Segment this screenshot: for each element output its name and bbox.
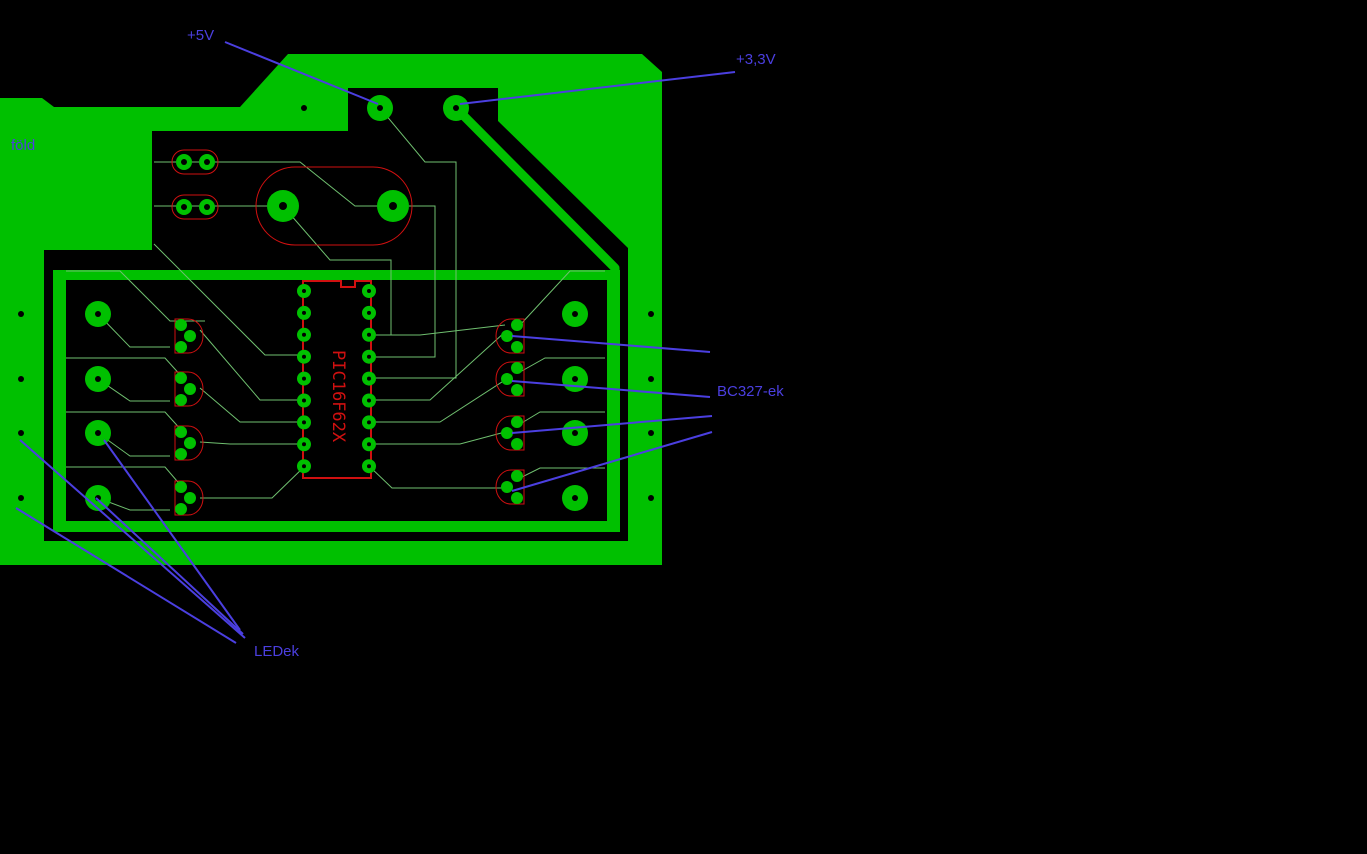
- transistor-pad: [175, 426, 187, 438]
- transistor-pad: [501, 481, 513, 493]
- label-leds: LEDek: [254, 643, 300, 660]
- transistor-pad: [511, 492, 523, 504]
- transistor-outline: [495, 415, 525, 451]
- label-3v3: +3,3V: [736, 51, 776, 68]
- transistor-pad: [511, 438, 523, 450]
- transistor-pad: [511, 470, 523, 482]
- transistor-pad: [175, 372, 187, 384]
- drill-hole: [181, 204, 187, 210]
- pads: [85, 95, 588, 511]
- drill-hole: [302, 464, 306, 469]
- transistor-pad: [175, 448, 187, 460]
- drill-hole: [572, 376, 578, 382]
- transistor-pad: [175, 394, 187, 406]
- drill-hole: [302, 354, 306, 359]
- drill-hole: [302, 420, 306, 425]
- drill-hole: [302, 310, 306, 315]
- ground-pour: [0, 54, 662, 565]
- transistor-outline: [174, 425, 204, 461]
- label-ground: föld: [11, 137, 35, 154]
- crystal-outline: [255, 166, 413, 246]
- transistor-pad: [501, 330, 513, 342]
- transistor-outline: [174, 480, 204, 516]
- transistor-pad: [184, 383, 196, 395]
- drill-hole: [367, 464, 371, 469]
- transistor-pad: [511, 319, 523, 331]
- drill-hole: [367, 398, 371, 403]
- transistor-pad: [501, 427, 513, 439]
- drill-hole: [389, 202, 397, 210]
- drill-hole: [367, 376, 371, 381]
- drill-hole: [367, 310, 371, 315]
- drill-hole: [279, 202, 287, 210]
- transistor-pad: [501, 373, 513, 385]
- transistor-outline: [495, 469, 525, 505]
- connector-outline-top: [171, 149, 219, 175]
- transistor-pads: [175, 319, 523, 515]
- drill-hole: [302, 398, 306, 403]
- annotation-lines: [15, 41, 736, 644]
- chip-name: PIC16F62X: [328, 350, 348, 443]
- drill-hole: [367, 289, 371, 293]
- drill-hole: [95, 430, 101, 436]
- drill-hole: [204, 204, 210, 210]
- drill-hole: [302, 332, 306, 337]
- drill-hole: [453, 105, 459, 111]
- chip-outline: [302, 280, 372, 479]
- drill-hole: [181, 159, 187, 165]
- transistor-pad: [175, 481, 187, 493]
- transistor-pad: [175, 341, 187, 353]
- drill-hole: [204, 159, 210, 165]
- drill-hole: [302, 442, 306, 447]
- transistor-outline: [174, 318, 204, 354]
- drill-hole: [367, 354, 371, 359]
- transistor-pad: [511, 384, 523, 396]
- transistor-outline: [174, 371, 204, 407]
- transistor-pad: [184, 330, 196, 342]
- drill-hole: [367, 332, 371, 337]
- transistor-outline: [495, 361, 525, 397]
- silkscreen: [171, 149, 525, 516]
- drill-hole: [95, 311, 101, 317]
- drill-hole: [572, 430, 578, 436]
- drill-hole: [572, 311, 578, 317]
- drill-hole: [302, 289, 306, 293]
- power-trace-3v3: [452, 104, 620, 530]
- drill-hole: [95, 376, 101, 382]
- transistor-pad: [511, 362, 523, 374]
- drill-hole: [302, 376, 306, 381]
- drill-hole: [377, 105, 383, 111]
- transistor-pad: [511, 416, 523, 428]
- drill-hole: [367, 420, 371, 425]
- label-5v: +5V: [187, 27, 214, 44]
- label-transistors: BC327-ek: [717, 383, 784, 400]
- pad-holes: [95, 105, 578, 501]
- transistor-pad: [175, 319, 187, 331]
- transistor-pad: [184, 492, 196, 504]
- transistor-pad: [175, 503, 187, 515]
- connector-outline-bottom: [171, 194, 219, 220]
- drill-hole: [367, 442, 371, 447]
- transistor-pad: [511, 341, 523, 353]
- drill-hole: [572, 495, 578, 501]
- mounting-vias: [18, 105, 654, 501]
- transistor-outline: [495, 318, 525, 354]
- transistor-pad: [184, 437, 196, 449]
